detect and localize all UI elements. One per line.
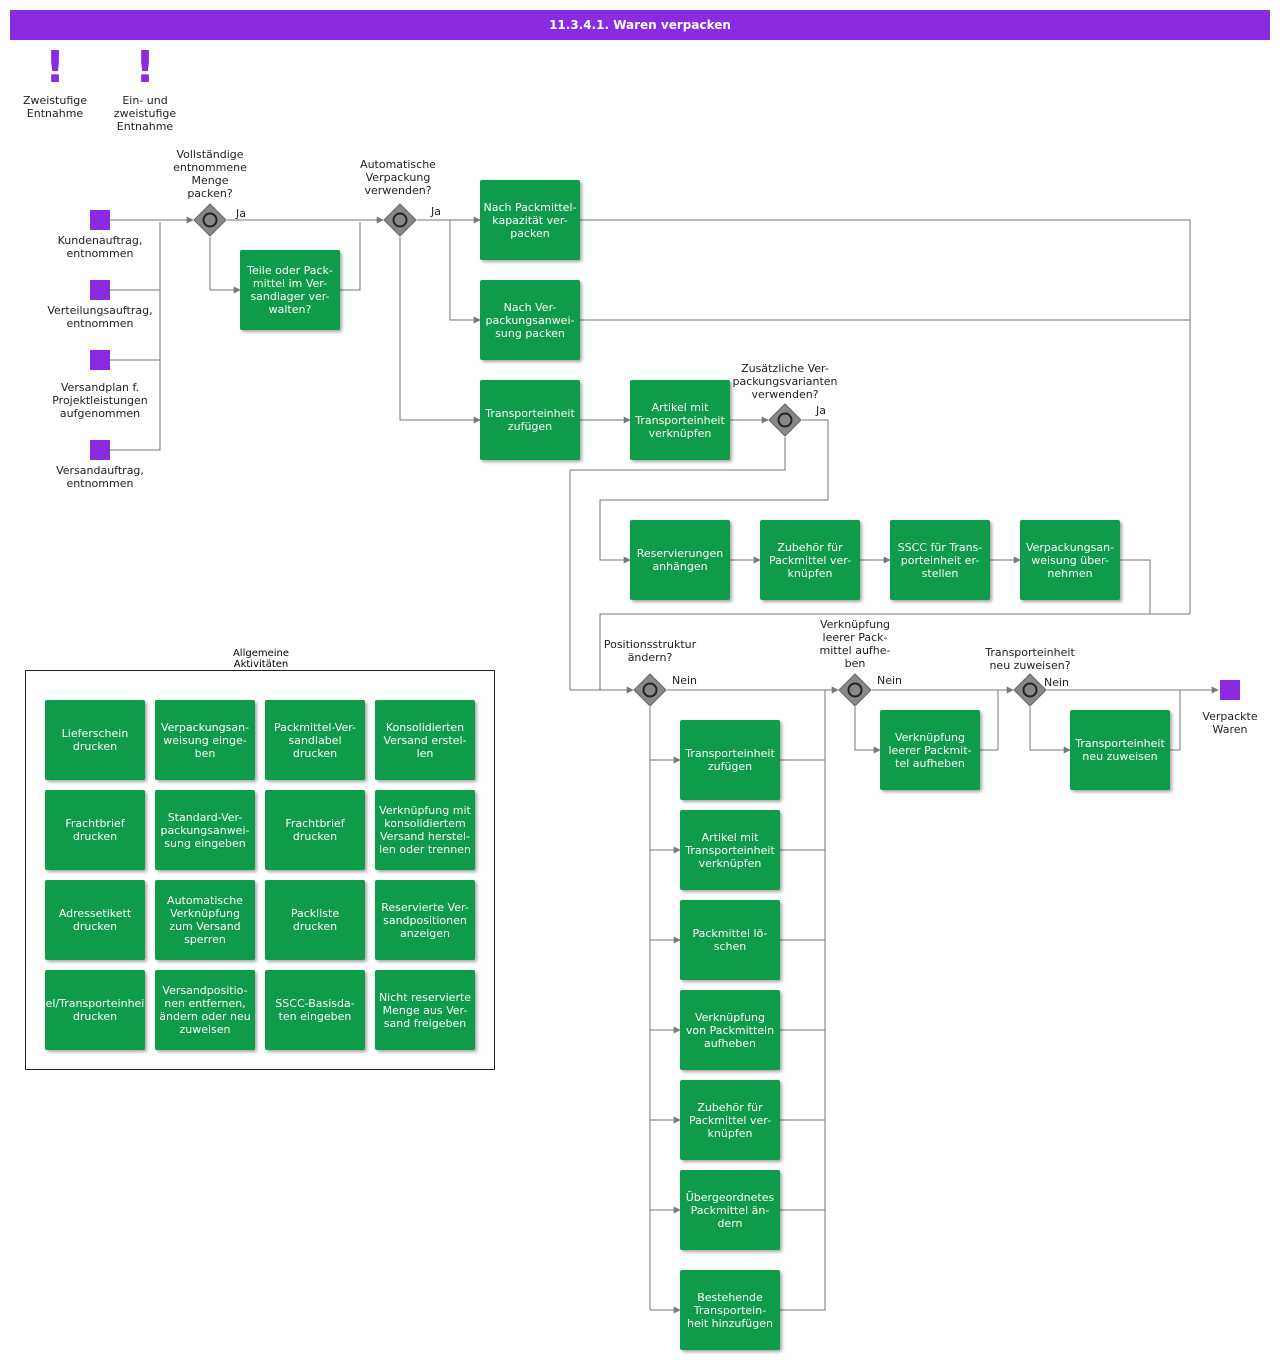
general-task[interactable]: Packliste drucken — [265, 880, 365, 960]
task-teile-verwalten[interactable]: Teile oder Pack- mittel im Ver- sandlage… — [240, 250, 340, 330]
gateway-question: Positionsstruktur ändern? — [603, 638, 697, 664]
gateway-question: Verknüpfung leerer Pack- mittel aufhe- b… — [819, 618, 891, 670]
task-reservierungen[interactable]: Reservierungen anhängen — [630, 520, 730, 600]
start-event-label: Verteilungsauftrag, entnommen — [47, 304, 153, 330]
end-event-label: Verpackte Waren — [1202, 710, 1258, 736]
start-event-versandauftrag[interactable] — [90, 440, 110, 460]
gateway-question: Zusätzliche Ver- packungsvarianten verwe… — [732, 362, 838, 401]
task-sscc[interactable]: SSCC für Trans- porteinheit er- stellen — [890, 520, 990, 600]
flow-kapazitaet-bus — [580, 219, 1191, 614]
task-nach-anweisung[interactable]: Nach Ver- packungsanwei- sung packen — [480, 280, 580, 360]
flow-gw2-anweisung — [449, 220, 481, 324]
general-task[interactable]: Lieferschein drucken — [45, 700, 145, 780]
diagram-title: 11.3.4.1. Waren verpacken — [10, 10, 1270, 40]
flow-label: Ja — [816, 404, 826, 417]
gateway-5[interactable] — [838, 673, 872, 707]
start-event-kundenauftrag[interactable] — [90, 210, 110, 230]
flow-leer-gw6 — [980, 690, 999, 751]
gateway-4[interactable] — [633, 673, 667, 707]
general-task[interactable]: Frachtbrief drucken — [265, 790, 365, 870]
gateway-question: Vollständige entnommene Menge packen? — [173, 148, 247, 200]
task-zubehoer[interactable]: Zubehör für Packmittel ver- knüpfen — [760, 520, 860, 600]
general-task[interactable]: Frachtbrief drucken — [45, 790, 145, 870]
task-te-neu-zuweisen[interactable]: Transporteinheit neu zuweisen — [1070, 710, 1170, 790]
note-label: Zweistufige Entnahme — [22, 94, 88, 120]
structure-task[interactable]: Zubehör für Packmittel ver- knüpfen — [680, 1080, 780, 1160]
flow-start4 — [110, 360, 161, 451]
structure-task[interactable]: Verknüpfung von Packmitteln aufheben — [680, 990, 780, 1070]
gateway-1[interactable] — [193, 203, 227, 237]
flow-label: Ja — [236, 207, 246, 220]
general-activities-group — [25, 670, 495, 1070]
general-task[interactable]: Verpackungsan- weisung einge- ben — [155, 700, 255, 780]
flow-gw5-yes — [854, 707, 881, 754]
gateway-6[interactable] — [1013, 673, 1047, 707]
general-task[interactable]: Standard-Ver- packungsanwei- sung eingeb… — [155, 790, 255, 870]
task-nach-kapazitaet[interactable]: Nach Packmittel- kapazität ver- packen — [480, 180, 580, 260]
flow-neu-end — [1170, 690, 1181, 751]
flow-gw3-no — [569, 437, 786, 694]
start-event-versandplan[interactable] — [90, 350, 110, 370]
general-task[interactable]: Packmittel-Ver- sandlabel drucken — [265, 700, 365, 780]
gateway-3[interactable] — [768, 403, 802, 437]
structure-task[interactable]: Packmittel lö- schen — [680, 900, 780, 980]
structure-task[interactable]: Transporteinheit zufügen — [680, 720, 780, 800]
general-task[interactable]: SSCC-Basisda- ten eingeben — [265, 970, 365, 1050]
flow-gw3-yes — [599, 419, 829, 564]
structure-task[interactable]: Übergeordnetes Packmittel än- dern — [680, 1170, 780, 1250]
general-task[interactable]: Automatische Verknüpfung zum Versand spe… — [155, 880, 255, 960]
flow-label: Nein — [672, 674, 698, 687]
flow-label: Nein — [877, 674, 903, 687]
start-event-label: Versandplan f. Projektleistungen aufgeno… — [52, 381, 148, 420]
end-event-verpackte-waren[interactable] — [1220, 680, 1240, 700]
general-task[interactable]: Nicht reservierte Menge aus Ver- sand fr… — [375, 970, 475, 1050]
note-label: Ein- und zweistufige Entnahme — [113, 94, 177, 133]
flow-teile-gw2 — [340, 222, 361, 291]
start-event-label: Versandauftrag, entnommen — [56, 464, 144, 490]
flow-gw6-yes — [1029, 707, 1071, 754]
general-task[interactable]: Versandpositio- nen entfernen, ändern od… — [155, 970, 255, 1050]
general-task[interactable]: Verknüpfung mit konsolidiertem Versand h… — [375, 790, 475, 870]
task-leer-aufheben[interactable]: Verknüpfung leerer Packmit- tel aufheben — [880, 710, 980, 790]
structure-task[interactable]: Bestehende Transportein- heit hinzufügen — [680, 1270, 780, 1350]
start-event-verteilungsauftrag[interactable] — [90, 280, 110, 300]
exclamation-icon: ! — [135, 42, 156, 93]
flow-gw2-te — [399, 237, 481, 424]
general-task[interactable]: Adressetikett drucken — [45, 880, 145, 960]
task-te-zufuegen[interactable]: Transporteinheit zufügen — [480, 380, 580, 460]
start-event-label: Kundenauftrag, entnommen — [57, 234, 143, 260]
flow-gw1-no — [209, 237, 241, 294]
general-task[interactable]: Reservierte Ver- sandpositionen anzeigen — [375, 880, 475, 960]
task-anweisung-uebernehmen[interactable]: Verpackungsan- weisung über- nehmen — [1020, 520, 1120, 600]
task-artikel-te[interactable]: Artikel mit Transporteinheit verknüpfen — [630, 380, 730, 460]
gateway-2[interactable] — [383, 203, 417, 237]
flow-structure-merge — [780, 690, 826, 1311]
flow-label: Nein — [1044, 676, 1070, 689]
flow-label: Ja — [431, 205, 441, 218]
general-task[interactable]: el/Transporteinhei drucken — [45, 970, 145, 1050]
structure-task[interactable]: Artikel mit Transporteinheit verknüpfen — [680, 810, 780, 890]
gateway-question: Transporteinheit neu zuweisen? — [985, 646, 1075, 672]
flow-bus-gw4 — [599, 613, 1190, 690]
gateway-question: Automatische Verpackung verwenden? — [360, 158, 436, 197]
group-title: Allgemeine Aktivitäten — [232, 648, 290, 668]
exclamation-icon: ! — [45, 42, 66, 93]
flow-anw-bus — [1120, 559, 1151, 614]
general-task[interactable]: Konsolidierten Versand erstel- len — [375, 700, 475, 780]
